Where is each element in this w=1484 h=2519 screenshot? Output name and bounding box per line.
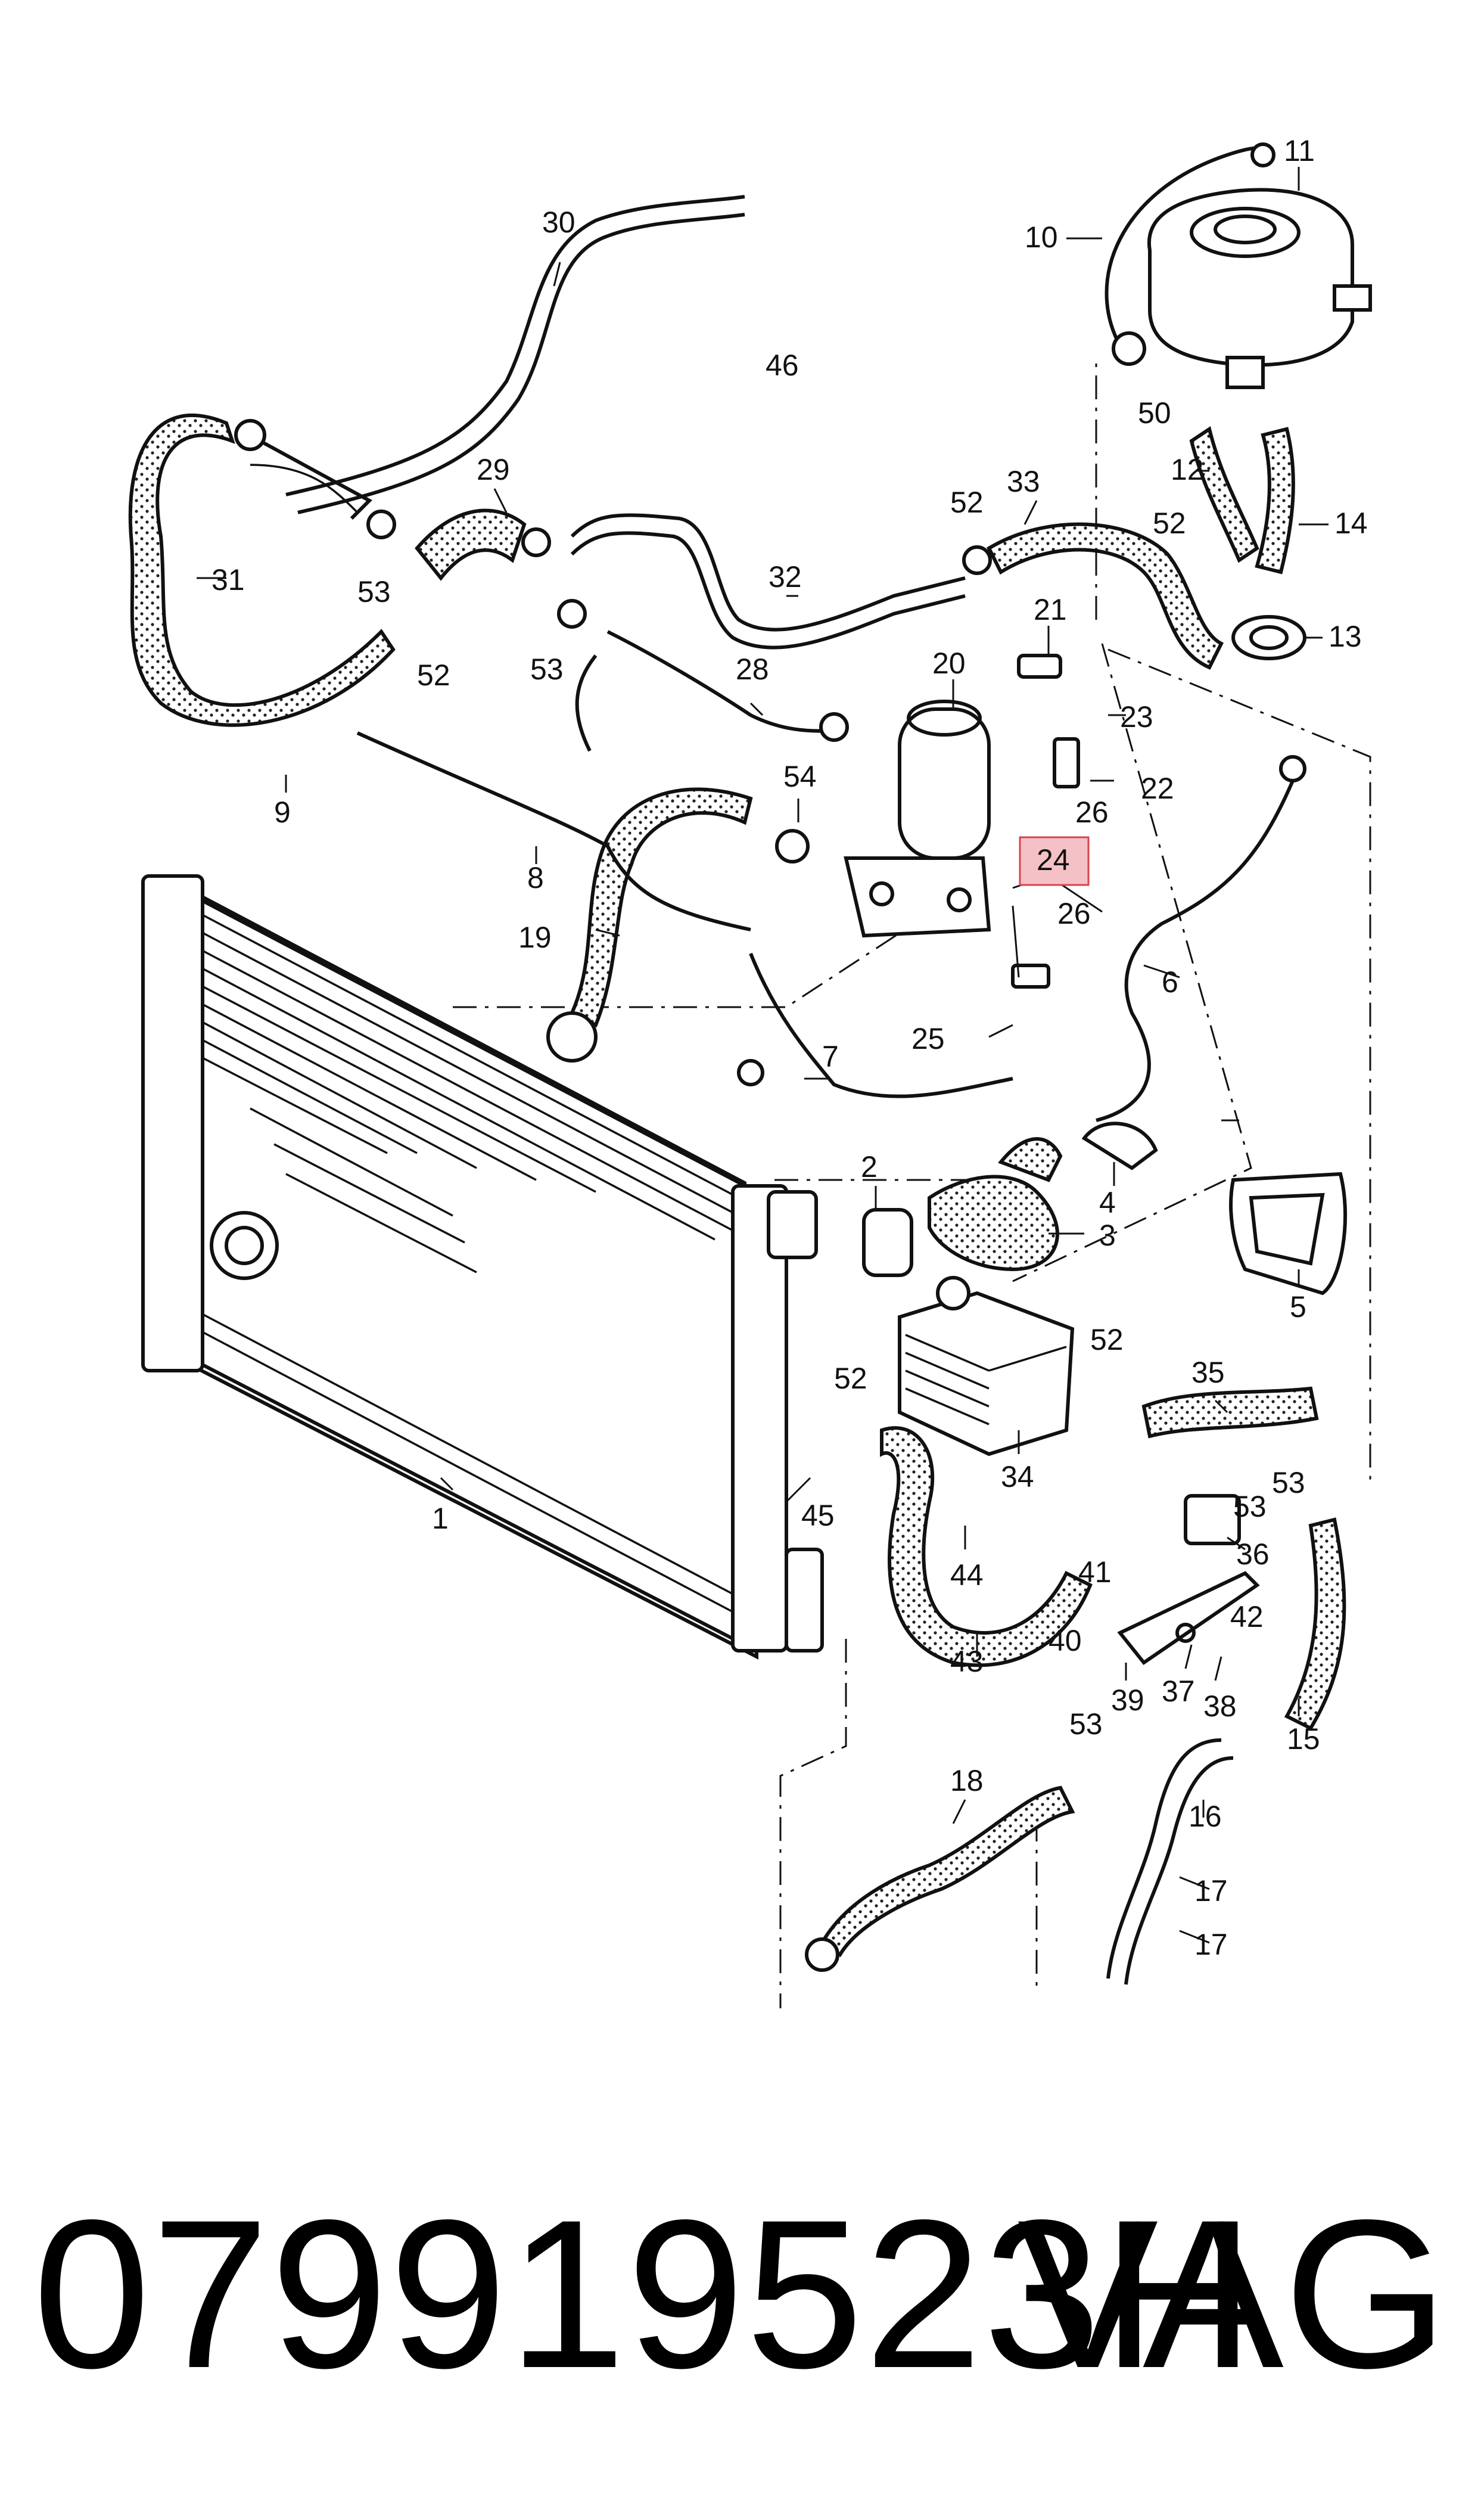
callout-30: 30 <box>542 206 575 239</box>
callout-21: 21 <box>1034 593 1067 626</box>
callout-52-b: 52 <box>1153 507 1186 540</box>
footer: 079919523H VAG <box>0 2169 1484 2419</box>
callout-46: 46 <box>766 349 799 382</box>
pump-hoses-2-3-4 <box>862 1122 1348 1296</box>
callout-7: 7 <box>822 1040 839 1073</box>
callout-16: 16 <box>1189 1800 1222 1833</box>
callout-52-e: 52 <box>834 1362 867 1395</box>
coolant-pipes-32-28 <box>557 513 966 752</box>
callout-25: 25 <box>911 1022 945 1055</box>
callout-35: 35 <box>1191 1356 1225 1389</box>
callout-38: 38 <box>1203 1689 1237 1723</box>
oil-cooler <box>898 1276 1075 1456</box>
callout-2: 2 <box>861 1150 878 1184</box>
callout-39: 39 <box>1111 1684 1144 1717</box>
brand-name: VAG <box>1017 2176 1448 2412</box>
callout-52-c: 52 <box>417 659 450 692</box>
highlight-box-24 <box>1019 836 1090 886</box>
callout-28: 28 <box>736 653 769 686</box>
callout-44: 44 <box>950 1558 984 1592</box>
callout-1: 1 <box>432 1502 449 1535</box>
callout-5: 5 <box>1290 1290 1306 1324</box>
callout-22: 22 <box>1141 772 1174 805</box>
bleed-lines-6-7-8 <box>356 731 1306 1122</box>
assembly-guide-lines <box>453 358 1371 2008</box>
callout-53-d: 53 <box>1272 1466 1305 1499</box>
callout-50: 50 <box>1138 396 1171 430</box>
callout-18: 18 <box>950 1764 984 1797</box>
callout-29: 29 <box>477 453 510 486</box>
part-number: 079919523H <box>33 2176 1256 2412</box>
callout-9: 9 <box>274 796 291 829</box>
callout-8: 8 <box>527 861 544 894</box>
callout-34: 34 <box>1001 1460 1034 1493</box>
callout-labels: 1 2 3 4 5 6 7 8 9 10 11 12 13 14 15 16 1… <box>211 134 1368 1961</box>
callout-33: 33 <box>1007 465 1040 498</box>
callout-14: 14 <box>1334 507 1368 540</box>
callout-3: 3 <box>1099 1219 1116 1252</box>
callout-40: 40 <box>1049 1624 1082 1657</box>
callout-42: 42 <box>1230 1600 1264 1633</box>
hose-33 <box>962 522 1224 670</box>
callout-31: 31 <box>211 563 245 597</box>
callout-53-a: 53 <box>357 575 391 608</box>
hose-19 <box>546 787 810 1063</box>
callout-19: 19 <box>518 921 552 954</box>
callout-4: 4 <box>1099 1186 1116 1219</box>
hose-18-pipe-16 <box>805 1738 1234 1985</box>
callout-10: 10 <box>1025 220 1058 254</box>
callout-11: 11 <box>1284 134 1315 167</box>
hoses-12-14 <box>1189 426 1306 660</box>
oil-filter-housing <box>844 654 1080 989</box>
cooling-system-exploded-diagram: 1 2 3 4 5 6 7 8 9 10 11 12 13 14 15 16 1… <box>128 134 1372 2008</box>
callout-leaders <box>197 167 1329 1944</box>
callout-13: 13 <box>1329 620 1362 653</box>
callout-23: 23 <box>1120 700 1153 734</box>
callout-43: 43 <box>950 1645 984 1678</box>
callout-20: 20 <box>932 647 966 680</box>
callout-12: 12 <box>1171 453 1204 486</box>
callout-17-lower: 17 <box>1194 1928 1228 1961</box>
callout-54: 54 <box>783 760 817 793</box>
callout-53-e: 53 <box>1069 1707 1103 1741</box>
callout-26-upper: 26 <box>1075 796 1109 829</box>
callout-24: 24 <box>1037 843 1070 877</box>
hoses-35-43-15 <box>880 1386 1346 1731</box>
bracket-39 <box>1117 1571 1260 1666</box>
callout-45: 45 <box>801 1499 835 1532</box>
callout-36: 36 <box>1236 1538 1270 1571</box>
expansion-tank <box>1105 142 1372 389</box>
callout-41: 41 <box>1078 1555 1112 1589</box>
callout-6: 6 <box>1162 965 1178 999</box>
radiator <box>141 874 824 1660</box>
callout-37: 37 <box>1162 1675 1195 1708</box>
callout-53-c: 53 <box>1233 1490 1267 1523</box>
callout-53-b: 53 <box>530 653 564 686</box>
callout-17-upper: 17 <box>1194 1874 1228 1908</box>
callout-52-d: 52 <box>1090 1323 1124 1356</box>
callout-52-a: 52 <box>950 486 984 519</box>
hoses-upper-left <box>128 195 745 727</box>
callout-26-lower: 26 <box>1057 897 1091 930</box>
callout-15: 15 <box>1287 1722 1320 1756</box>
callout-32: 32 <box>769 560 802 594</box>
